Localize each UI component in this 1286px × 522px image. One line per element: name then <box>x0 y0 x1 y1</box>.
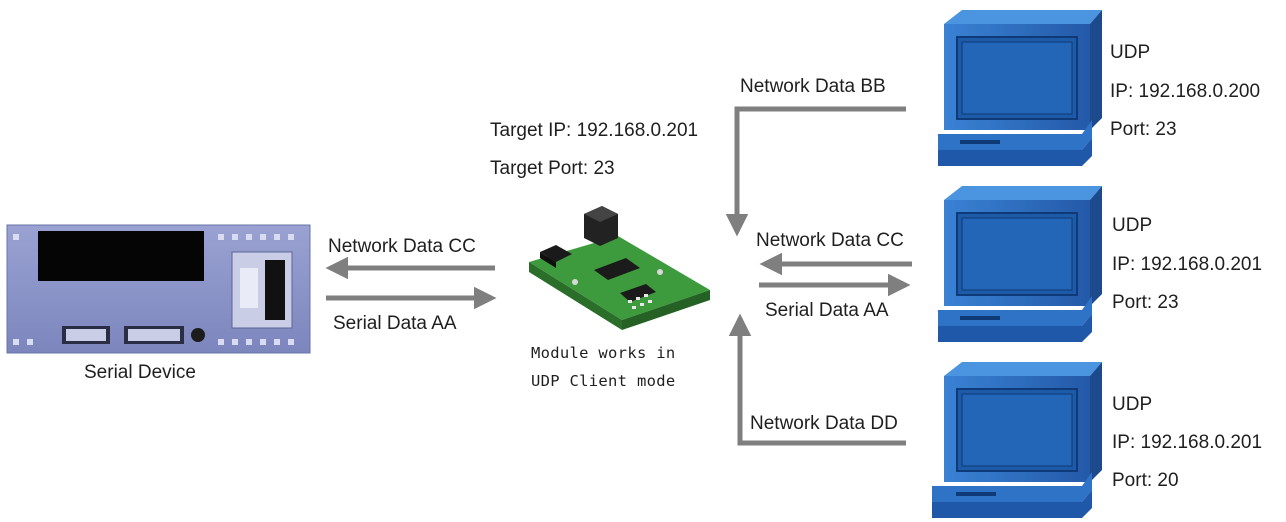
computer-1-protocol: UDP <box>1110 42 1151 63</box>
module-caption-line2: UDP Client mode <box>531 372 676 390</box>
computer-1 <box>938 10 1102 166</box>
target-ip-label: Target IP: 192.168.0.201 <box>490 120 699 141</box>
left-network-cc-label: Network Data CC <box>328 236 476 257</box>
computer-2-protocol: UDP <box>1112 215 1153 236</box>
device-display <box>38 231 204 281</box>
computer-3-protocol: UDP <box>1112 394 1153 415</box>
serial-data-aa-label: Serial Data AA <box>765 300 889 321</box>
left-serial-aa-label: Serial Data AA <box>333 313 457 334</box>
computer-3-ip: IP: 192.168.0.201 <box>1112 432 1263 453</box>
computer-3 <box>932 362 1102 518</box>
computer-1-port: Port: 23 <box>1110 119 1177 140</box>
serial-device <box>6 224 311 354</box>
computer-2-ip: IP: 192.168.0.201 <box>1112 254 1263 275</box>
computer-2-port: Port: 23 <box>1112 292 1179 313</box>
network-data-cc-label: Network Data CC <box>756 230 904 251</box>
target-port-label: Target Port: 23 <box>490 158 615 179</box>
module-caption-line1: Module works in <box>531 344 676 362</box>
arrow-network-dd <box>728 313 906 446</box>
arrow-network-bb <box>725 106 906 237</box>
serial-device-label: Serial Device <box>84 362 196 383</box>
computer-1-ip: IP: 192.168.0.200 <box>1110 81 1261 102</box>
computer-3-port: Port: 20 <box>1112 470 1179 491</box>
network-data-dd-label: Network Data DD <box>750 413 898 434</box>
device-dots <box>13 234 294 345</box>
network-data-bb-label: Network Data BB <box>740 76 886 97</box>
wifi-module <box>529 206 710 330</box>
computer-2 <box>938 186 1102 342</box>
